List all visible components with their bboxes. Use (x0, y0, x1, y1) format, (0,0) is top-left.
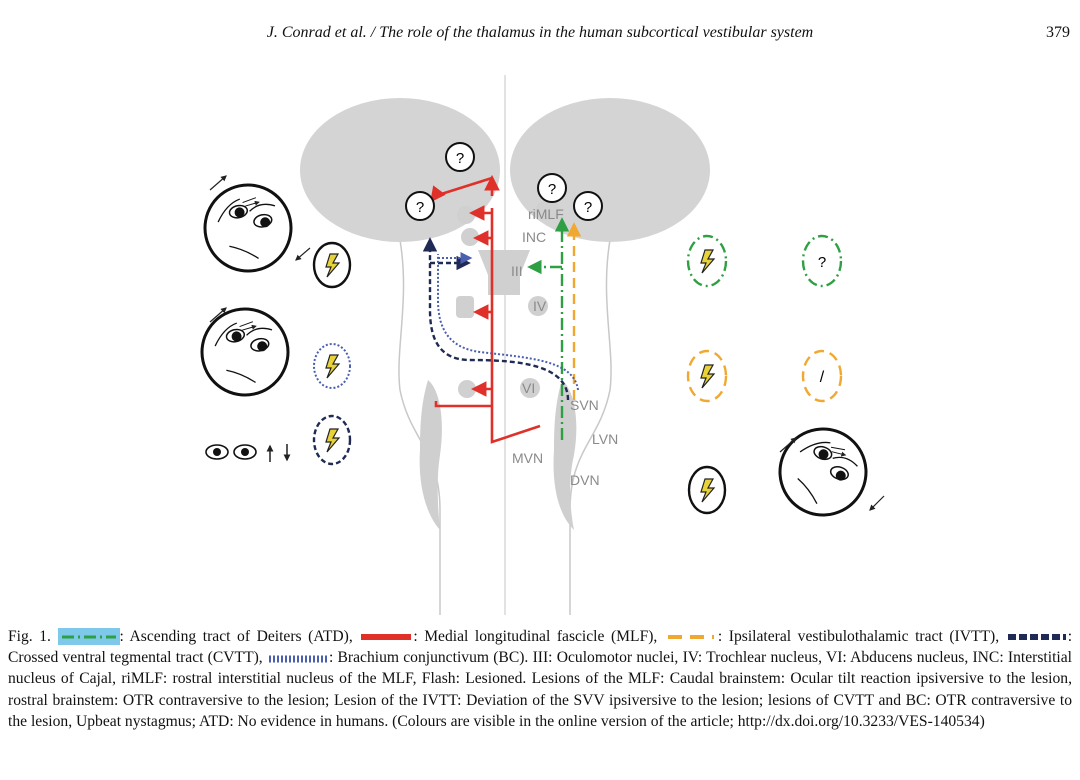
flash-lesion-icon (312, 241, 352, 289)
right-rimlf-nucleus (536, 200, 560, 220)
bc-legend-swatch (268, 655, 327, 663)
fig-label: Fig. 1. (8, 628, 51, 645)
mlf-legend-swatch (361, 634, 412, 641)
ivtt-legend-swatch (667, 635, 714, 640)
mlf-tract (430, 174, 541, 444)
brainstem-diagram: ? ? ? ? riMLF INC III IV VI SVN LVN MVN … (0, 75, 885, 615)
slash-lesion-icon: / (801, 349, 843, 403)
label-rimlf: riMLF (528, 206, 564, 222)
flash-lesion-icon (686, 349, 728, 403)
cvtt-legend-text: : Crossed ventral tegmental tract (CVTT)… (8, 628, 1073, 667)
left-trochlear-nucleus (456, 296, 474, 318)
cvtt-legend-swatch (1007, 634, 1066, 641)
flash-lesion-icon (313, 343, 351, 389)
question-mark-5: ? (818, 254, 826, 271)
label-iv: IV (533, 298, 547, 314)
eye-icon (233, 444, 257, 460)
question-mark-2: ? (416, 199, 424, 216)
label-iii: III (511, 263, 523, 279)
bc-legend-text: : Brachium conjunctivum (BC). (328, 649, 529, 667)
right-thalamus (510, 98, 710, 242)
slash-symbol: / (820, 369, 825, 386)
up-down-arrow-icon (266, 444, 291, 462)
question-mark-1: ? (456, 150, 464, 167)
label-svn: SVN (570, 397, 599, 413)
label-dvn: DVN (570, 472, 600, 488)
page-header: J. Conrad et al. / The role of the thala… (0, 24, 1080, 48)
bc-tract (437, 252, 579, 391)
left-thalamus (300, 98, 500, 242)
atd-legend-swatch (57, 628, 120, 645)
tilted-face-icon (197, 177, 299, 279)
question-lesion-icon: ? (801, 234, 843, 288)
right-abducens-nucleus (520, 378, 540, 398)
eye-icon (205, 444, 229, 460)
mlf-legend-text: : Medial longitudinal fascicle (MLF), (413, 628, 658, 645)
ivtt-legend-text: : Ipsilateral vestibulothalamic tract (I… (717, 628, 1000, 645)
right-trochlear-nucleus (528, 296, 548, 316)
atd-legend-text: : Ascending tract of Deiters (ATD), (119, 628, 353, 645)
figure-caption: Fig. 1. : Ascending tract of Deiters (AT… (8, 626, 1072, 732)
tilted-face-icon (769, 418, 877, 526)
vestibular-nuclei-columns (419, 380, 577, 530)
tilted-face-icon (194, 301, 296, 403)
flash-lesion-icon (686, 234, 728, 288)
left-abducens-nucleus (458, 380, 476, 398)
atd-tract (527, 217, 570, 440)
label-mvn: MVN (512, 450, 543, 466)
thalamus-question-markers: ? ? ? ? (405, 142, 603, 221)
caption-body: III: Oculomotor nuclei, IV: Trochlear nu… (8, 649, 1072, 730)
question-mark-3: ? (548, 181, 556, 198)
question-mark-4: ? (584, 199, 592, 216)
flash-lesion-icon (687, 465, 727, 515)
cvtt-tract (422, 237, 570, 401)
left-rimlf-nucleus (457, 206, 475, 224)
flash-lesion-icon (312, 414, 352, 466)
label-lvn: LVN (592, 431, 618, 447)
label-vi: VI (522, 380, 535, 396)
figure-1: ? ? ? ? riMLF INC III IV VI SVN LVN MVN … (0, 60, 1080, 620)
page-number: 379 (1046, 24, 1070, 41)
running-head: J. Conrad et al. / The role of the thala… (266, 24, 814, 41)
label-inc: INC (522, 229, 546, 245)
